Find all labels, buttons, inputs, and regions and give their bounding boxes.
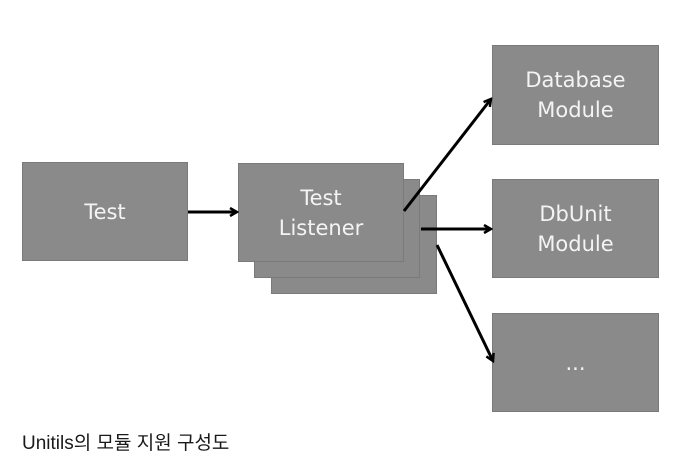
figure-caption: Unitils의 모듈 지원 구성도 bbox=[22, 433, 230, 454]
node-database-module: Database Module bbox=[492, 45, 659, 145]
node-test: Test bbox=[22, 162, 188, 261]
arrow-listener-to-other bbox=[435, 244, 493, 361]
arrow-listener-to-database bbox=[402, 99, 491, 212]
node-dbunit-module: DbUnit Module bbox=[492, 179, 659, 278]
node-test-listener: Test Listener bbox=[238, 163, 404, 262]
node-other-module: ... bbox=[492, 313, 659, 412]
